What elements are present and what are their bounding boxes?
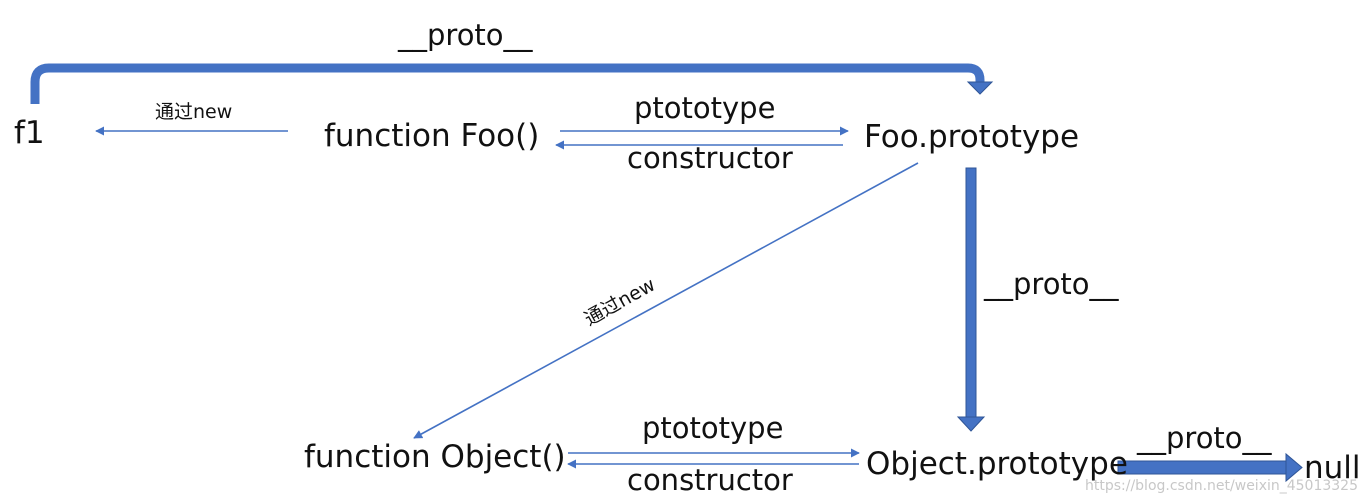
node-object-prototype: Object.prototype bbox=[866, 446, 1128, 482]
label-object-constructor: constructor bbox=[627, 463, 793, 497]
label-new-f1: 通过new bbox=[155, 101, 232, 123]
arrow-object-prototype-to-null bbox=[1117, 452, 1303, 483]
label-proto-vertical: __proto__ bbox=[983, 267, 1119, 301]
label-proto-null: __proto__ bbox=[1136, 421, 1272, 455]
node-foo-prototype: Foo.prototype bbox=[864, 119, 1079, 155]
node-function-object: function Object() bbox=[304, 439, 566, 475]
node-f1: f1 bbox=[14, 115, 45, 151]
label-proto-top: __proto__ bbox=[397, 18, 533, 52]
arrow-f1-to-foo-prototype bbox=[30, 63, 994, 104]
node-null: null bbox=[1304, 450, 1361, 486]
label-new-diagonal: 通过new bbox=[581, 274, 659, 331]
label-foo-ptototype: ptototype bbox=[634, 91, 775, 125]
watermark-url: https://blog.csdn.net/weixin_45013325 bbox=[1085, 478, 1358, 494]
node-function-foo: function Foo() bbox=[324, 118, 539, 154]
arrow-diagonal-new bbox=[413, 162, 919, 439]
label-foo-constructor: constructor bbox=[627, 141, 793, 175]
label-object-ptototype: ptototype bbox=[642, 411, 783, 445]
arrow-foo-prototype-to-object-prototype bbox=[956, 167, 986, 432]
